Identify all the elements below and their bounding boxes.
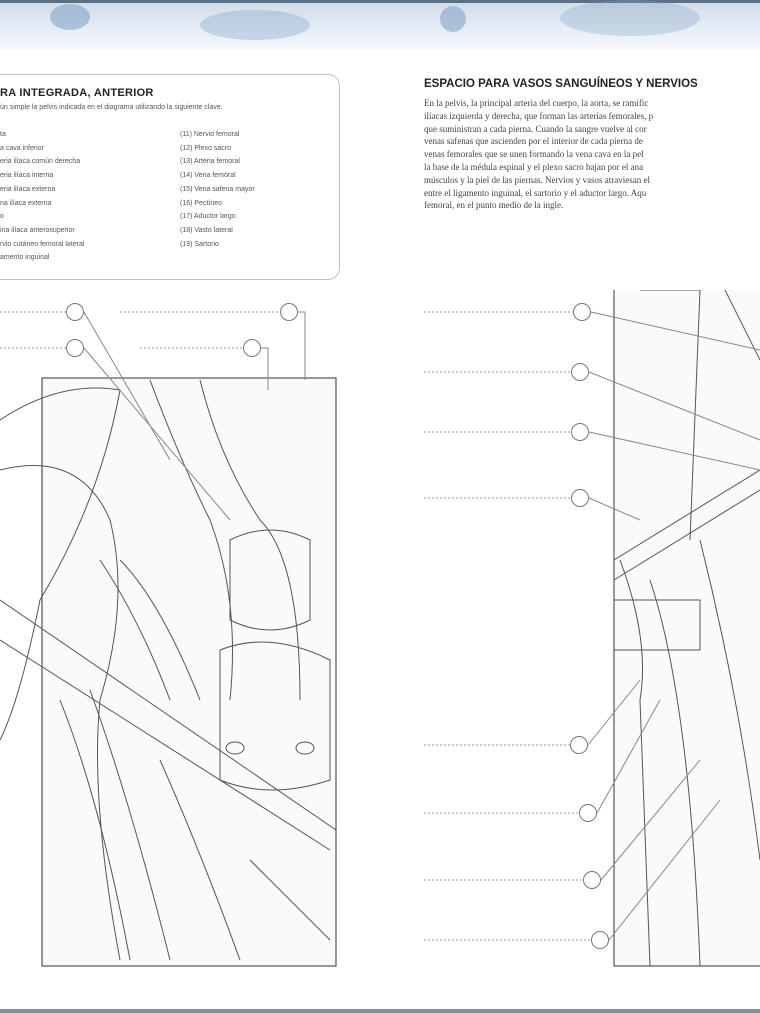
legend-item: ta bbox=[0, 131, 6, 138]
legend-item: eria ilíaca común derecha bbox=[0, 158, 81, 166]
legend-item: (19) Sartorio bbox=[180, 240, 219, 248]
legend-column-1: ta a cava inferior eria ilíaca común der… bbox=[0, 128, 84, 265]
legend-item: rvio cutáneo femoral lateral bbox=[0, 240, 85, 248]
legend-item: (16) Pectíneo bbox=[180, 199, 223, 207]
anatomy-illustrations bbox=[0, 290, 760, 967]
callout-marker bbox=[571, 363, 589, 381]
callout-marker bbox=[579, 804, 597, 822]
legend-item: (13) Arteria femoral bbox=[180, 158, 240, 166]
pelvis-anterior-illustration bbox=[0, 377, 337, 967]
legend-column-2: (11) Nervio femoral (12) Plexo sacro (13… bbox=[180, 128, 255, 251]
legend-title: RA INTEGRADA, ANTERIOR bbox=[0, 87, 154, 99]
callout-marker bbox=[573, 303, 591, 321]
paragraph-line: entre el ligamento inguinal, el sartorio… bbox=[424, 187, 647, 198]
legend-item: (11) Nervio femoral bbox=[180, 131, 240, 138]
legend-item: na ilíaca externa bbox=[0, 199, 52, 207]
paragraph-line: músculos y la piel de las piernas. Nervi… bbox=[424, 174, 650, 185]
legend-item: eria ilíaca interna bbox=[0, 172, 54, 180]
paragraph-line: la base de la médula espinal y el plexo … bbox=[424, 161, 644, 172]
callout-marker bbox=[583, 871, 601, 889]
banner-shape bbox=[440, 6, 466, 32]
legend-item: o bbox=[0, 213, 4, 221]
callout-pointers bbox=[83, 311, 760, 941]
section-paragraph: En la pelvis, la principal arteria del c… bbox=[424, 97, 760, 212]
paragraph-line: venas safenas que ascienden por el inter… bbox=[424, 136, 643, 147]
paragraph-line: ilíacas izquierda y derecha, que forman … bbox=[424, 110, 654, 121]
banner-shape bbox=[50, 4, 90, 30]
groin-illustration bbox=[613, 290, 760, 967]
legend-item: (18) Vasto lateral bbox=[180, 226, 233, 234]
legend-box bbox=[0, 74, 340, 280]
section-title: ESPACIO PARA VASOS SANGUÍNEOS Y NERVIOS bbox=[424, 78, 698, 90]
paragraph-line: femoral, en el punto medio de la ingle. bbox=[424, 200, 564, 211]
callout-marker bbox=[280, 303, 298, 321]
header-rule bbox=[0, 0, 760, 3]
legend-subtitle: ún simple la pelvis indicada en el diagr… bbox=[0, 104, 223, 111]
legend-item: a cava inferior bbox=[0, 144, 44, 152]
paragraph-line: venas femorales que se unen formando la … bbox=[424, 149, 644, 160]
legend-item: (15) Vena safena mayor bbox=[180, 185, 255, 193]
legend-item: (17) Aductor largo bbox=[180, 213, 236, 221]
paragraph-line: En la pelvis, la principal arteria del c… bbox=[424, 98, 649, 108]
paragraph-line: que suministran a cada pierna. Cuando la… bbox=[424, 123, 647, 134]
callout-marker bbox=[571, 489, 589, 507]
footer-rule bbox=[0, 1009, 760, 1013]
legend-item: ina ilíaca anterosuperior bbox=[0, 226, 75, 234]
decorative-header-banner bbox=[0, 0, 760, 50]
callout-marker bbox=[66, 303, 84, 321]
callout-leaders bbox=[0, 311, 591, 941]
callout-marker bbox=[571, 423, 589, 441]
callout-marker bbox=[591, 931, 609, 949]
legend-item: (14) Vena femoral bbox=[180, 172, 236, 180]
banner-shape bbox=[200, 10, 310, 40]
legend-item: amento inguinal bbox=[0, 254, 50, 262]
banner-shape bbox=[560, 0, 700, 36]
legend-item: (12) Plexo sacro bbox=[180, 144, 231, 152]
callout-marker bbox=[243, 339, 261, 357]
callout-marker bbox=[570, 736, 588, 754]
legend-item: eria ilíaca externa bbox=[0, 185, 56, 193]
callout-marker bbox=[66, 339, 84, 357]
